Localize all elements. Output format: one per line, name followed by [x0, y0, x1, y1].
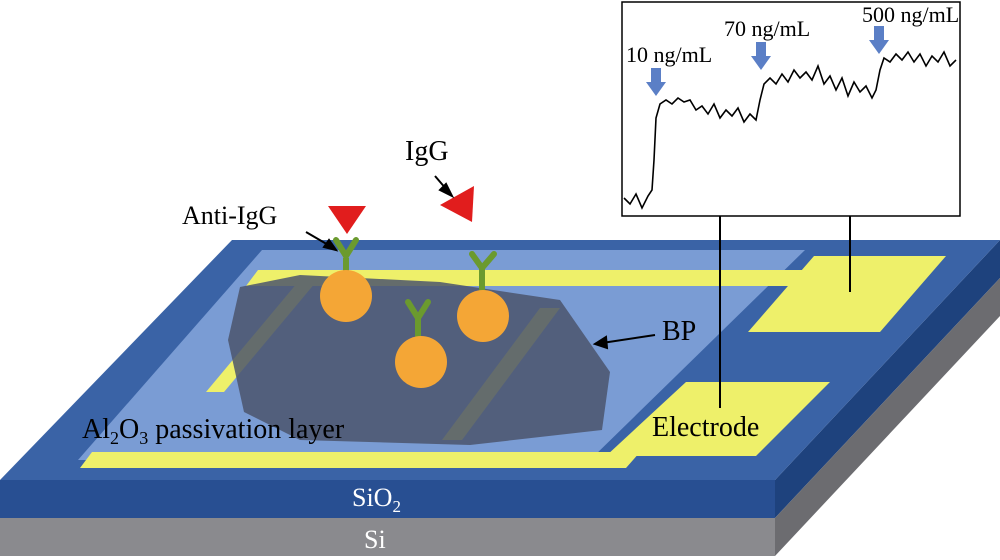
- arrow-10: [646, 68, 666, 96]
- passivation-o: O: [119, 414, 139, 445]
- sio2-right-face: [775, 240, 1000, 518]
- si-front-face: [0, 518, 775, 556]
- label-sio2: SiO2: [352, 483, 401, 516]
- sio2-front-face: [0, 480, 775, 518]
- inset-signal-trace: [623, 50, 957, 210]
- annotation-500: 500 ng/mL: [862, 2, 959, 27]
- sio2-sub: 2: [392, 497, 401, 516]
- annotation-70: 70 ng/mL: [724, 16, 810, 41]
- label-igg: IgG: [405, 136, 449, 167]
- leader-lines: [305, 175, 656, 350]
- sio2-base: SiO: [352, 483, 392, 512]
- antibody-bead-2: [457, 251, 509, 342]
- arrow-70: [751, 42, 771, 70]
- igg-on-antibody: [328, 206, 366, 234]
- probe-wires: [719, 216, 851, 408]
- arrow-500: [869, 26, 889, 54]
- label-anti-igg: Anti-IgG: [182, 201, 277, 230]
- electrode-pad-lower: [606, 382, 830, 456]
- label-passivation: Al2O3 passivation layer: [82, 414, 345, 448]
- si-right-face: [775, 278, 1000, 556]
- antibody-bead-1: [320, 237, 372, 322]
- igg-free: [440, 186, 474, 222]
- annotation-10: 10 ng/mL: [626, 42, 712, 67]
- passivation-sub-2: 2: [110, 428, 119, 448]
- inset-frame: [621, 1, 961, 217]
- antibody-bead-3: [395, 299, 447, 388]
- passivation-sub-3: 3: [139, 428, 148, 448]
- inset-arrows: [646, 26, 889, 96]
- passivation-rest: passivation layer: [148, 414, 345, 445]
- label-electrode: Electrode: [652, 412, 759, 443]
- inset-plot: 10 ng/mL 70 ng/mL 500 ng/mL: [621, 1, 961, 217]
- electrode-pad-upper: [748, 256, 946, 332]
- label-bp: BP: [662, 316, 696, 347]
- electrode-bottom-rail: [80, 452, 640, 468]
- label-si: Si: [364, 525, 386, 554]
- passivation-al: Al: [82, 414, 110, 445]
